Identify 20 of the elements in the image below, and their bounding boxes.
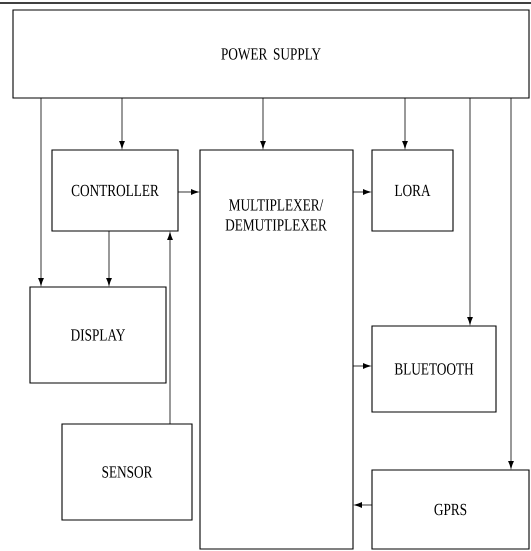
block-box: BLUETOOTH [371, 325, 497, 413]
block-box: SENSOR [61, 423, 193, 521]
arrow [178, 189, 199, 195]
arrow [38, 98, 44, 286]
arrow [352, 363, 371, 369]
block-box: LORA [371, 149, 454, 232]
block-box: MULTIPLEXER/ DEMUTIPLEXER [199, 149, 354, 550]
arrow [119, 98, 125, 149]
block-box: GPRS [371, 469, 530, 550]
arrow [352, 189, 371, 195]
block-box: CONTROLLER [51, 149, 179, 232]
arrow [402, 98, 408, 149]
arrow [508, 98, 514, 469]
arrow [354, 502, 372, 508]
arrow [167, 232, 173, 424]
block-box: DISPLAY [29, 286, 167, 384]
arrow [260, 98, 266, 149]
arrow [106, 230, 112, 286]
block-box: POWER SUPPLY [12, 9, 530, 99]
arrow [467, 98, 473, 325]
